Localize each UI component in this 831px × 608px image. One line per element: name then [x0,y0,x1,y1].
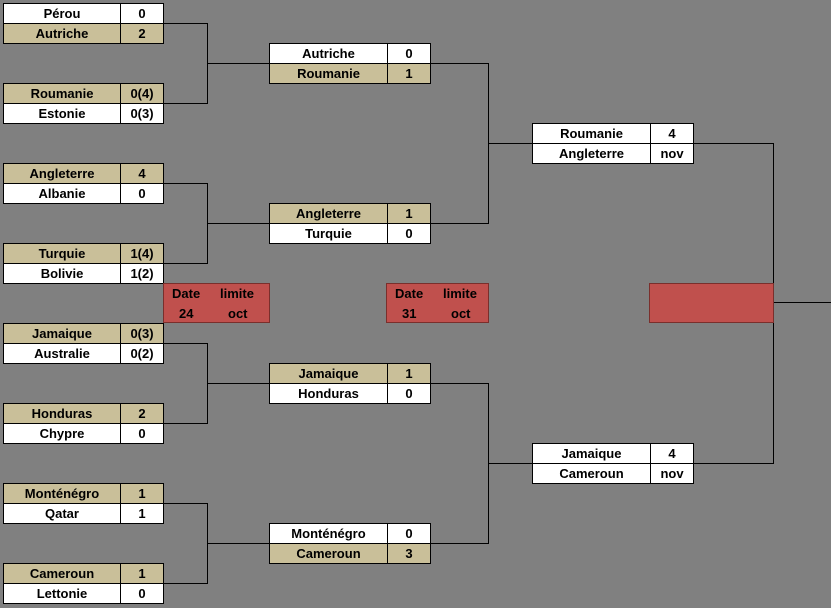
r2-match-1-team2-score[interactable]: 1 [387,63,431,84]
r1-match-8-team2-score[interactable]: 0 [120,583,164,604]
r2-match-4-team1-score[interactable]: 0 [387,523,431,544]
r2-match-2-team2-name[interactable]: Turquie [269,223,388,244]
r1-match-8-team1-name[interactable]: Cameroun [3,563,121,584]
deadline-day: 24 [179,306,194,321]
r3-match-1-team1-name[interactable]: Roumanie [532,123,651,144]
r3-match-2-team2-score[interactable]: nov [650,463,694,484]
r1-match-5-team1-score[interactable]: 0(3) [120,323,164,344]
deadline-box-1: Date limite 24 oct [163,283,270,323]
deadline-label1: Date [395,286,424,301]
r3-match-1-team1-score[interactable]: 4 [650,123,694,144]
r2-r3-bracket-1 [431,63,489,224]
r1-match-2-team1-name[interactable]: Roumanie [3,83,121,104]
r3-match-1-team2-score[interactable]: nov [650,143,694,164]
r2-r3-bracket-2 [431,383,489,544]
deadline-label2: limite [443,286,477,301]
r1-match-6-team2-name[interactable]: Chypre [3,423,121,444]
r1-r2-bracket-3 [164,343,208,424]
r1-match-1-team1-name[interactable]: Pérou [3,3,121,24]
r2-match-4-team1-name[interactable]: Monténégro [269,523,388,544]
r1-match-6-team2-score[interactable]: 0 [120,423,164,444]
r1-match-5-team1-name[interactable]: Jamaique [3,323,121,344]
r1-match-1-team2-score[interactable]: 2 [120,23,164,44]
r1-match-3-team1-name[interactable]: Angleterre [3,163,121,184]
r1-match-2-team2-name[interactable]: Estonie [3,103,121,124]
r2-match-1-team2-name[interactable]: Roumanie [269,63,388,84]
r1-match-6-team1-score[interactable]: 2 [120,403,164,424]
r1-match-3-team1-score[interactable]: 4 [120,163,164,184]
r3-match-1-team2-name[interactable]: Angleterre [532,143,651,164]
r1-match-3-team2-name[interactable]: Albanie [3,183,121,204]
r2-match-1-team1-name[interactable]: Autriche [269,43,388,64]
r2-match-1-team1-score[interactable]: 0 [387,43,431,64]
r1-match-4-team2-score[interactable]: 1(2) [120,263,164,284]
r1-match-6-team1-name[interactable]: Honduras [3,403,121,424]
deadline-box-2: Date limite 31 oct [386,283,489,323]
r1-match-7-team2-score[interactable]: 1 [120,503,164,524]
deadline-label2: limite [220,286,254,301]
r1-match-3-team2-score[interactable]: 0 [120,183,164,204]
deadline-label1: Date [172,286,201,301]
r2-match-3-team2-name[interactable]: Honduras [269,383,388,404]
r1-match-8-team1-score[interactable]: 1 [120,563,164,584]
r1-match-5-team2-name[interactable]: Australie [3,343,121,364]
r1-match-1-team2-name[interactable]: Autriche [3,23,121,44]
r2-match-3-team1-name[interactable]: Jamaique [269,363,388,384]
r1-match-4-team1-score[interactable]: 1(4) [120,243,164,264]
r2-match-3-team1-score[interactable]: 1 [387,363,431,384]
r1-match-8-team2-name[interactable]: Lettonie [3,583,121,604]
r1-match-7-team1-score[interactable]: 1 [120,483,164,504]
r1-r2-bracket-2 [164,183,208,264]
deadline-month: oct [228,306,248,321]
final-box[interactable] [649,283,774,323]
r1-match-2-team1-score[interactable]: 0(4) [120,83,164,104]
r1-match-7-team2-name[interactable]: Qatar [3,503,121,524]
deadline-day: 31 [402,306,417,321]
r1-match-7-team1-name[interactable]: Monténégro [3,483,121,504]
r1-match-4-team1-name[interactable]: Turquie [3,243,121,264]
r3-match-2-team1-name[interactable]: Jamaique [532,443,651,464]
r2-match-3-team2-score[interactable]: 0 [387,383,431,404]
deadline-month: oct [451,306,471,321]
r2-match-2-team2-score[interactable]: 0 [387,223,431,244]
r1-match-2-team2-score[interactable]: 0(3) [120,103,164,124]
r1-r2-bracket-4 [164,503,208,584]
r2-match-4-team2-name[interactable]: Cameroun [269,543,388,564]
r2-match-2-team1-name[interactable]: Angleterre [269,203,388,224]
r3-match-2-team1-score[interactable]: 4 [650,443,694,464]
r1-match-1-team1-score[interactable]: 0 [120,3,164,24]
r2-match-2-team1-score[interactable]: 1 [387,203,431,224]
r1-match-5-team2-score[interactable]: 0(2) [120,343,164,364]
r1-r2-bracket-1 [164,23,208,104]
r1-match-4-team2-name[interactable]: Bolivie [3,263,121,284]
r3-match-2-team2-name[interactable]: Cameroun [532,463,651,484]
r2-match-4-team2-score[interactable]: 3 [387,543,431,564]
